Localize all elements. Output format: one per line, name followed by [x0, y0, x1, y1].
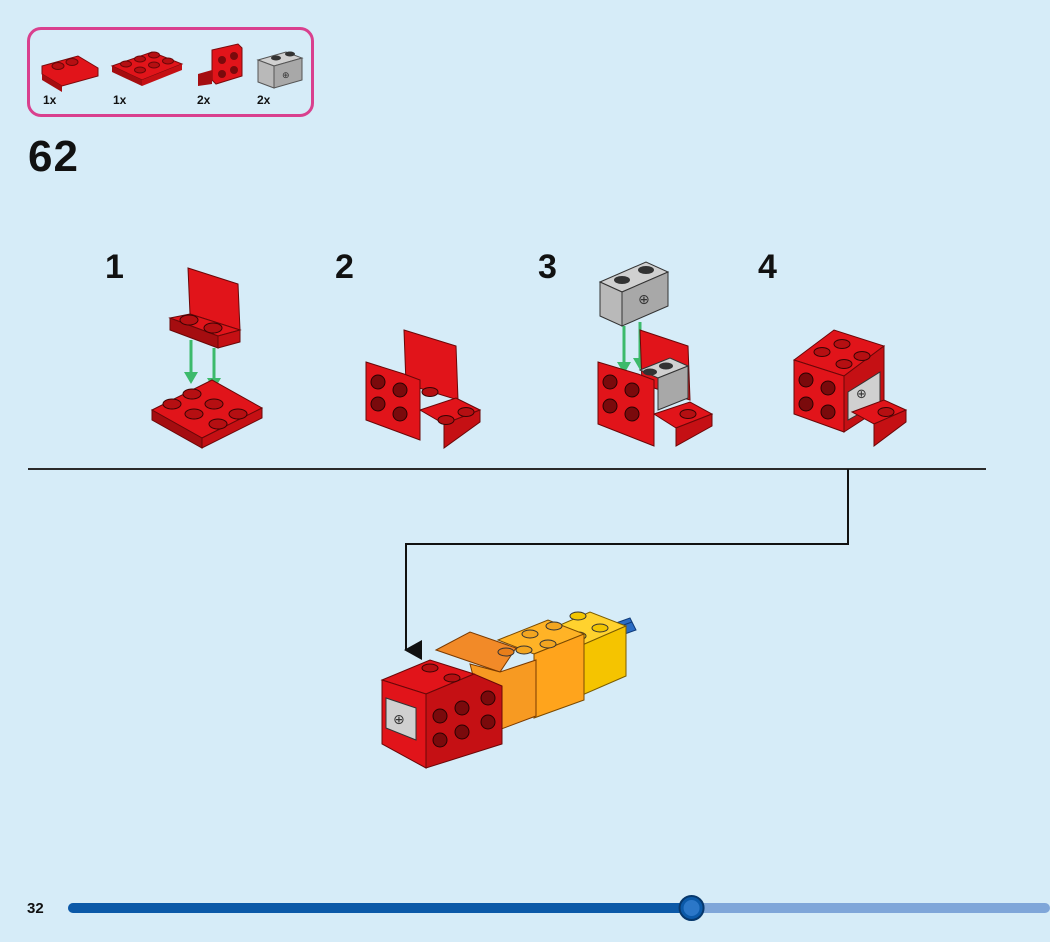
substep-label-4: 4 — [758, 248, 777, 286]
svg-text:⊕: ⊕ — [856, 386, 867, 401]
page-number: 32 — [27, 900, 44, 917]
substep-1-model — [150, 267, 264, 449]
substep-label-2: 2 — [335, 248, 354, 286]
step-number: 62 — [28, 132, 79, 181]
substep-label-3: 3 — [538, 248, 557, 286]
part-qty-4: 2x — [257, 93, 271, 107]
substep-label-1: 1 — [105, 248, 124, 286]
part-qty-2: 1x — [113, 93, 127, 107]
part-red-plate-2x4 — [110, 51, 184, 86]
final-assembly-model: ⊕ — [380, 611, 637, 769]
part-red-bracket — [198, 43, 243, 86]
substep-4-model: ⊕ — [792, 329, 908, 447]
progress-fill — [68, 903, 692, 913]
part-red-wedge-plate — [41, 55, 99, 92]
svg-text:⊕: ⊕ — [638, 291, 650, 307]
progress-knob-center — [683, 900, 700, 916]
svg-text:⊕: ⊕ — [282, 70, 290, 80]
connector-arrow — [404, 469, 849, 660]
part-qty-1: 1x — [43, 93, 57, 107]
part-qty-3: 2x — [197, 93, 211, 107]
substep-3-model: ⊕ — [597, 261, 714, 447]
svg-text:⊕: ⊕ — [393, 711, 405, 727]
progress-bar — [68, 895, 1050, 921]
substep-2-model — [365, 329, 482, 449]
part-gray-brick: ⊕ — [256, 51, 304, 89]
